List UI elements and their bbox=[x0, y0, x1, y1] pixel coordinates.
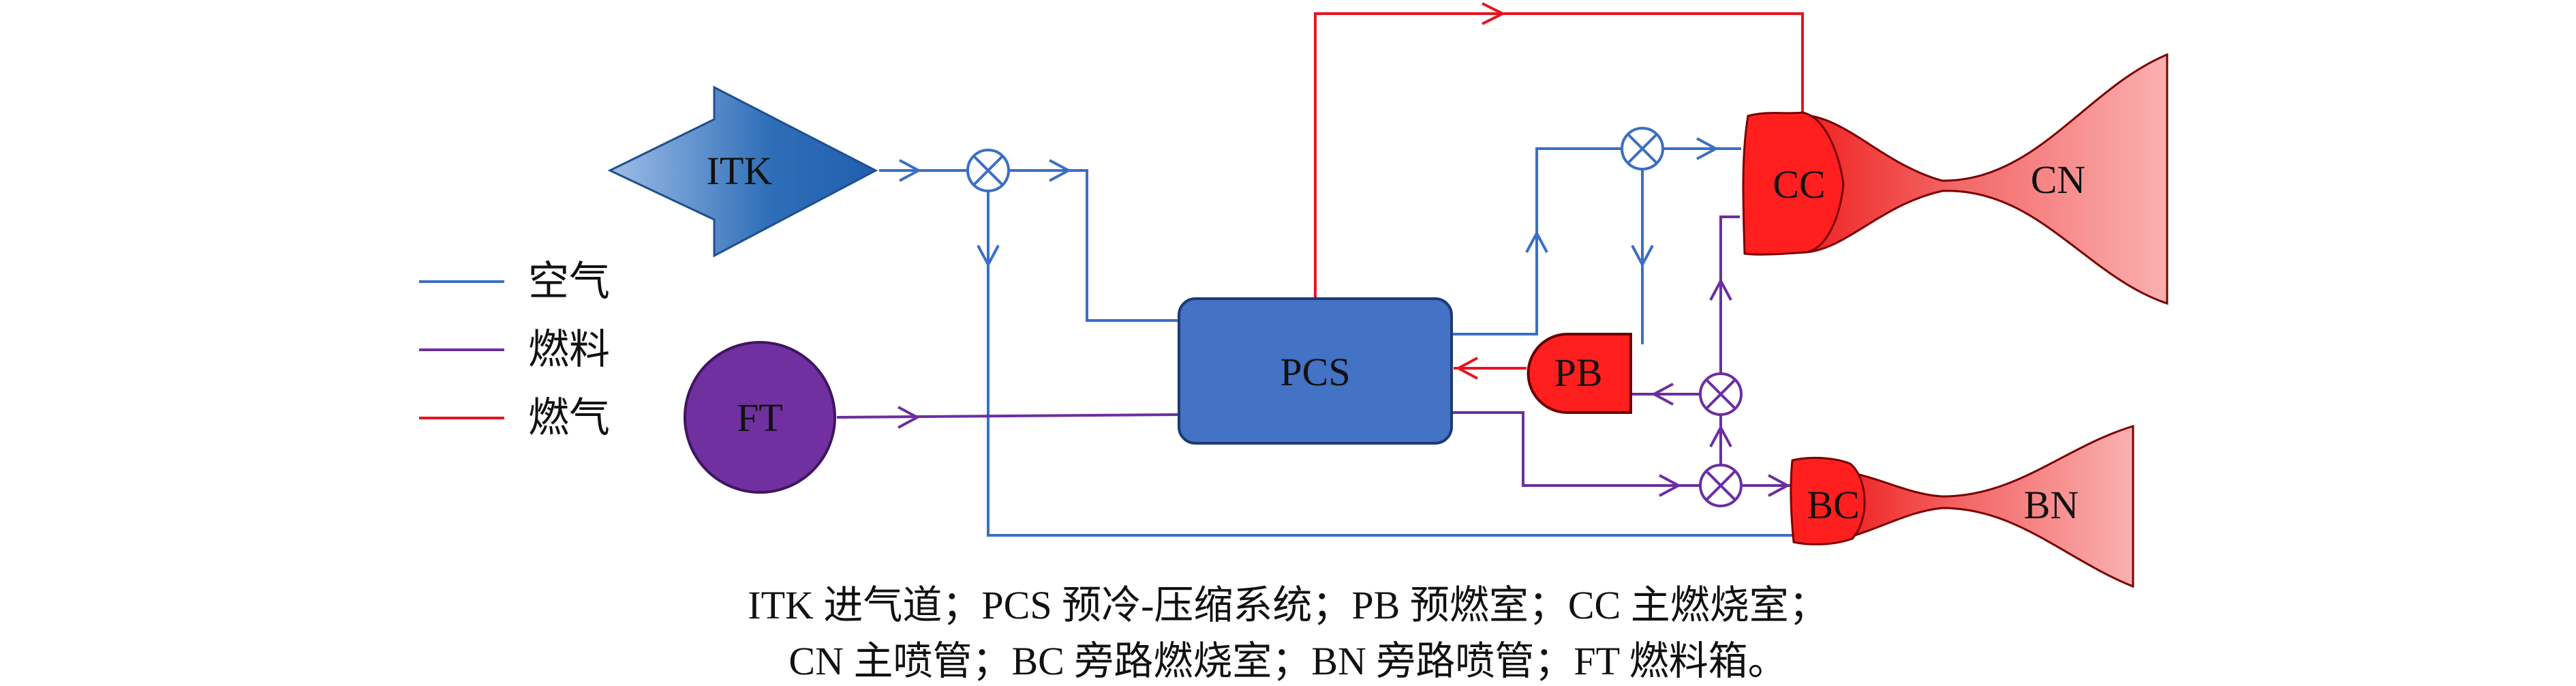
cc-label: CC bbox=[1773, 162, 1825, 207]
valve-fuel-pb bbox=[1699, 372, 1743, 416]
pcs-precooler-compressor: PCS bbox=[1178, 297, 1453, 445]
air-flow-lines bbox=[879, 137, 1796, 537]
cn-main-nozzle: CN bbox=[1798, 53, 2168, 305]
valve-fuel-bypass bbox=[1699, 464, 1743, 507]
caption-line-1: ITK 进气道；PCS 预冷-压缩系统；PB 预燃室；CC 主燃烧室； bbox=[748, 583, 1828, 627]
bc-label: BC bbox=[1807, 483, 1859, 527]
ft-fuel-tank: FT bbox=[684, 341, 836, 494]
legend: 空气 燃料 燃气 bbox=[419, 259, 610, 441]
legend-air-label: 空气 bbox=[528, 259, 610, 304]
valve-air-split bbox=[966, 149, 1010, 192]
pcs-label: PCS bbox=[1280, 350, 1350, 394]
bn-bypass-nozzle: BN bbox=[1839, 424, 2134, 588]
gas-flow-lines bbox=[1314, 2, 1804, 380]
pb-label: PB bbox=[1554, 351, 1603, 395]
pb-preburner: PB bbox=[1527, 333, 1632, 414]
bn-label: BN bbox=[2024, 483, 2079, 527]
cn-label: CN bbox=[2031, 158, 2086, 202]
cc-main-combustor: CC bbox=[1742, 111, 1845, 256]
caption-line-2: CN 主喷管；BC 旁路燃烧室；BN 旁路喷管；FT 燃料箱。 bbox=[788, 639, 1788, 683]
fuel-flow-lines bbox=[836, 215, 1792, 497]
legend-fuel-label: 燃料 bbox=[528, 327, 610, 372]
legend-gas-label: 燃气 bbox=[528, 396, 610, 441]
ft-label: FT bbox=[737, 396, 783, 440]
valve-air-cc bbox=[1621, 127, 1664, 170]
itk-label: ITK bbox=[707, 149, 773, 193]
itk-intake: ITK bbox=[607, 85, 878, 258]
bc-bypass-combustor: BC bbox=[1790, 456, 1866, 546]
